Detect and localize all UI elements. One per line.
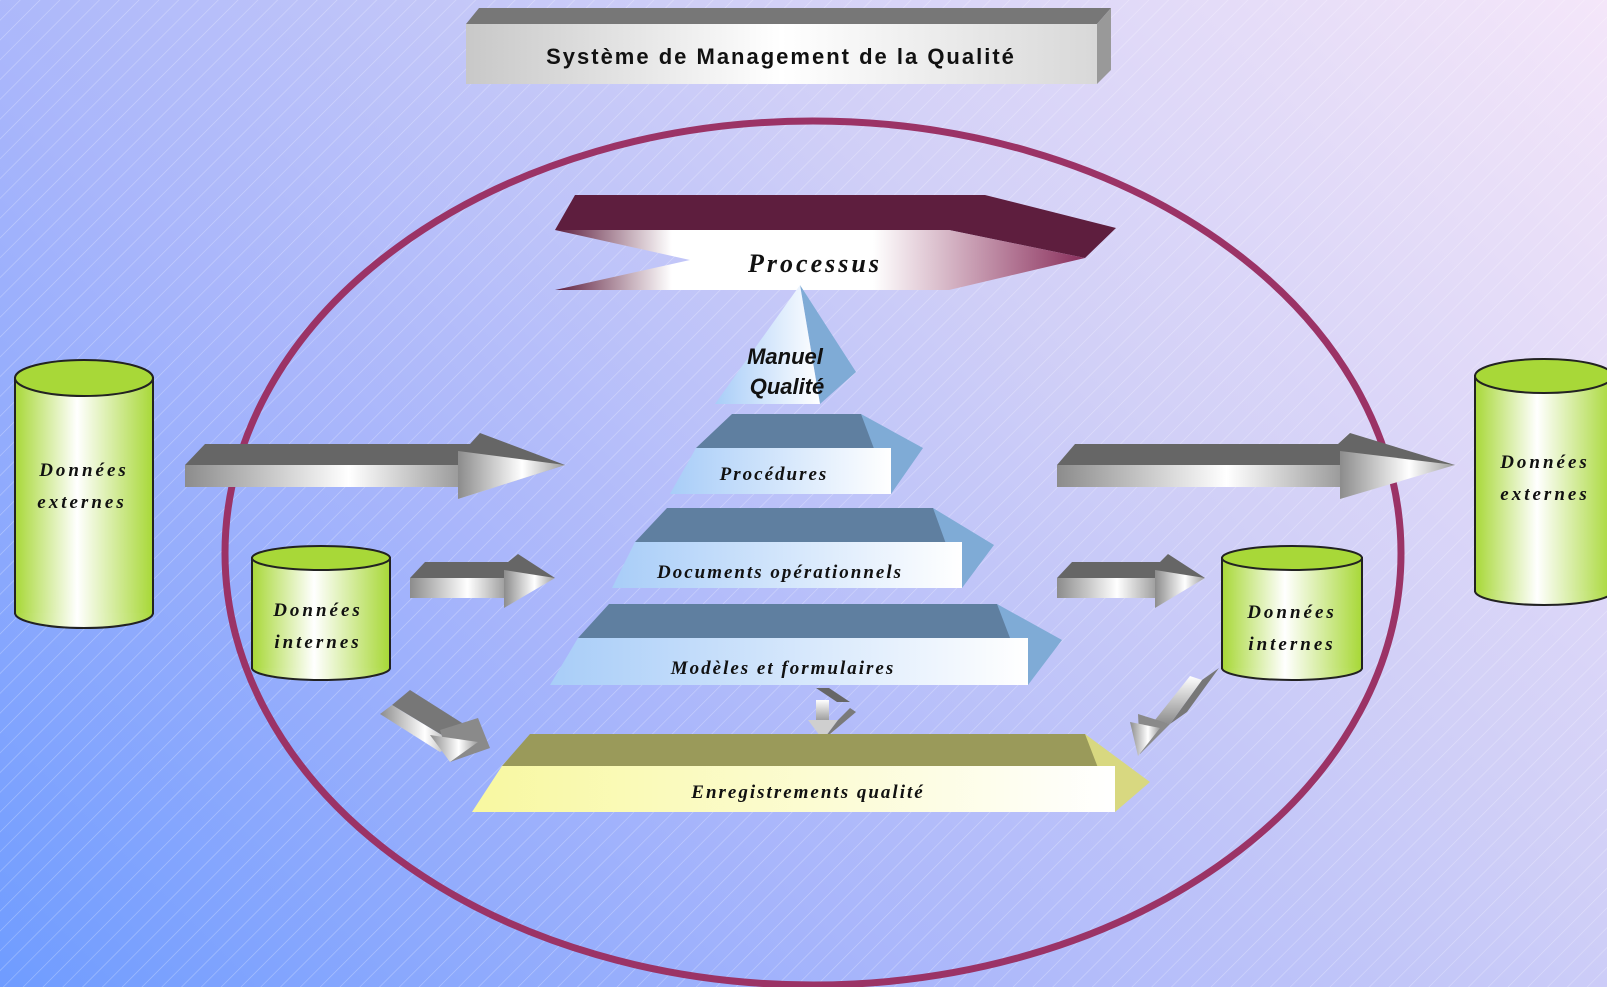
manuel-label-line1: Manuel [747, 344, 824, 369]
pyramid-procedures: Procédures [670, 414, 923, 494]
title-box: Système de Management de la Qualité [466, 8, 1111, 84]
pyramid-documents: Documents opérationnels [612, 508, 994, 588]
right-internal-line2: internes [1248, 634, 1335, 655]
left-internal-line1: Données [272, 600, 363, 621]
documents-label: Documents opérationnels [656, 562, 903, 583]
left-internal-line2: internes [274, 632, 361, 653]
left-small-arrow-icon [410, 554, 555, 608]
cylinder-left-internal: Données internes [251, 545, 391, 681]
left-external-line2: externes [37, 492, 126, 513]
cylinder-right-external: Données externes [1474, 358, 1607, 606]
pyramid-manuel-qualite: Manuel Qualité [715, 285, 856, 404]
pyramid-enregistrements: Enregistrements qualité [472, 734, 1150, 812]
cylinder-left-external: Données externes [14, 359, 154, 629]
down-arrow-icon [808, 688, 856, 740]
cylinder-right-internal: Données internes [1221, 545, 1363, 681]
pyramid-modeles: Modèles et formulaires [550, 604, 1062, 685]
modeles-label: Modèles et formulaires [670, 658, 896, 679]
right-external-line2: externes [1500, 484, 1589, 505]
right-large-arrow-icon [1057, 433, 1455, 499]
right-internal-line1: Données [1246, 602, 1337, 623]
system-boundary-ellipse [221, 117, 1405, 987]
procedures-label: Procédures [719, 464, 829, 485]
right-small-arrow-icon [1057, 554, 1205, 608]
processus-label: Processus [747, 249, 882, 278]
processus-arrow: Processus [555, 195, 1116, 290]
manuel-label-line2: Qualité [750, 374, 825, 399]
right-external-line1: Données [1499, 452, 1590, 473]
enregistrements-label: Enregistrements qualité [690, 782, 924, 803]
left-diagonal-arrow-icon [380, 690, 490, 762]
left-large-arrow-icon [185, 433, 565, 499]
left-external-line1: Données [38, 460, 129, 481]
diagram-title: Système de Management de la Qualité [546, 44, 1016, 69]
right-diagonal-arrow-icon [1130, 668, 1219, 756]
